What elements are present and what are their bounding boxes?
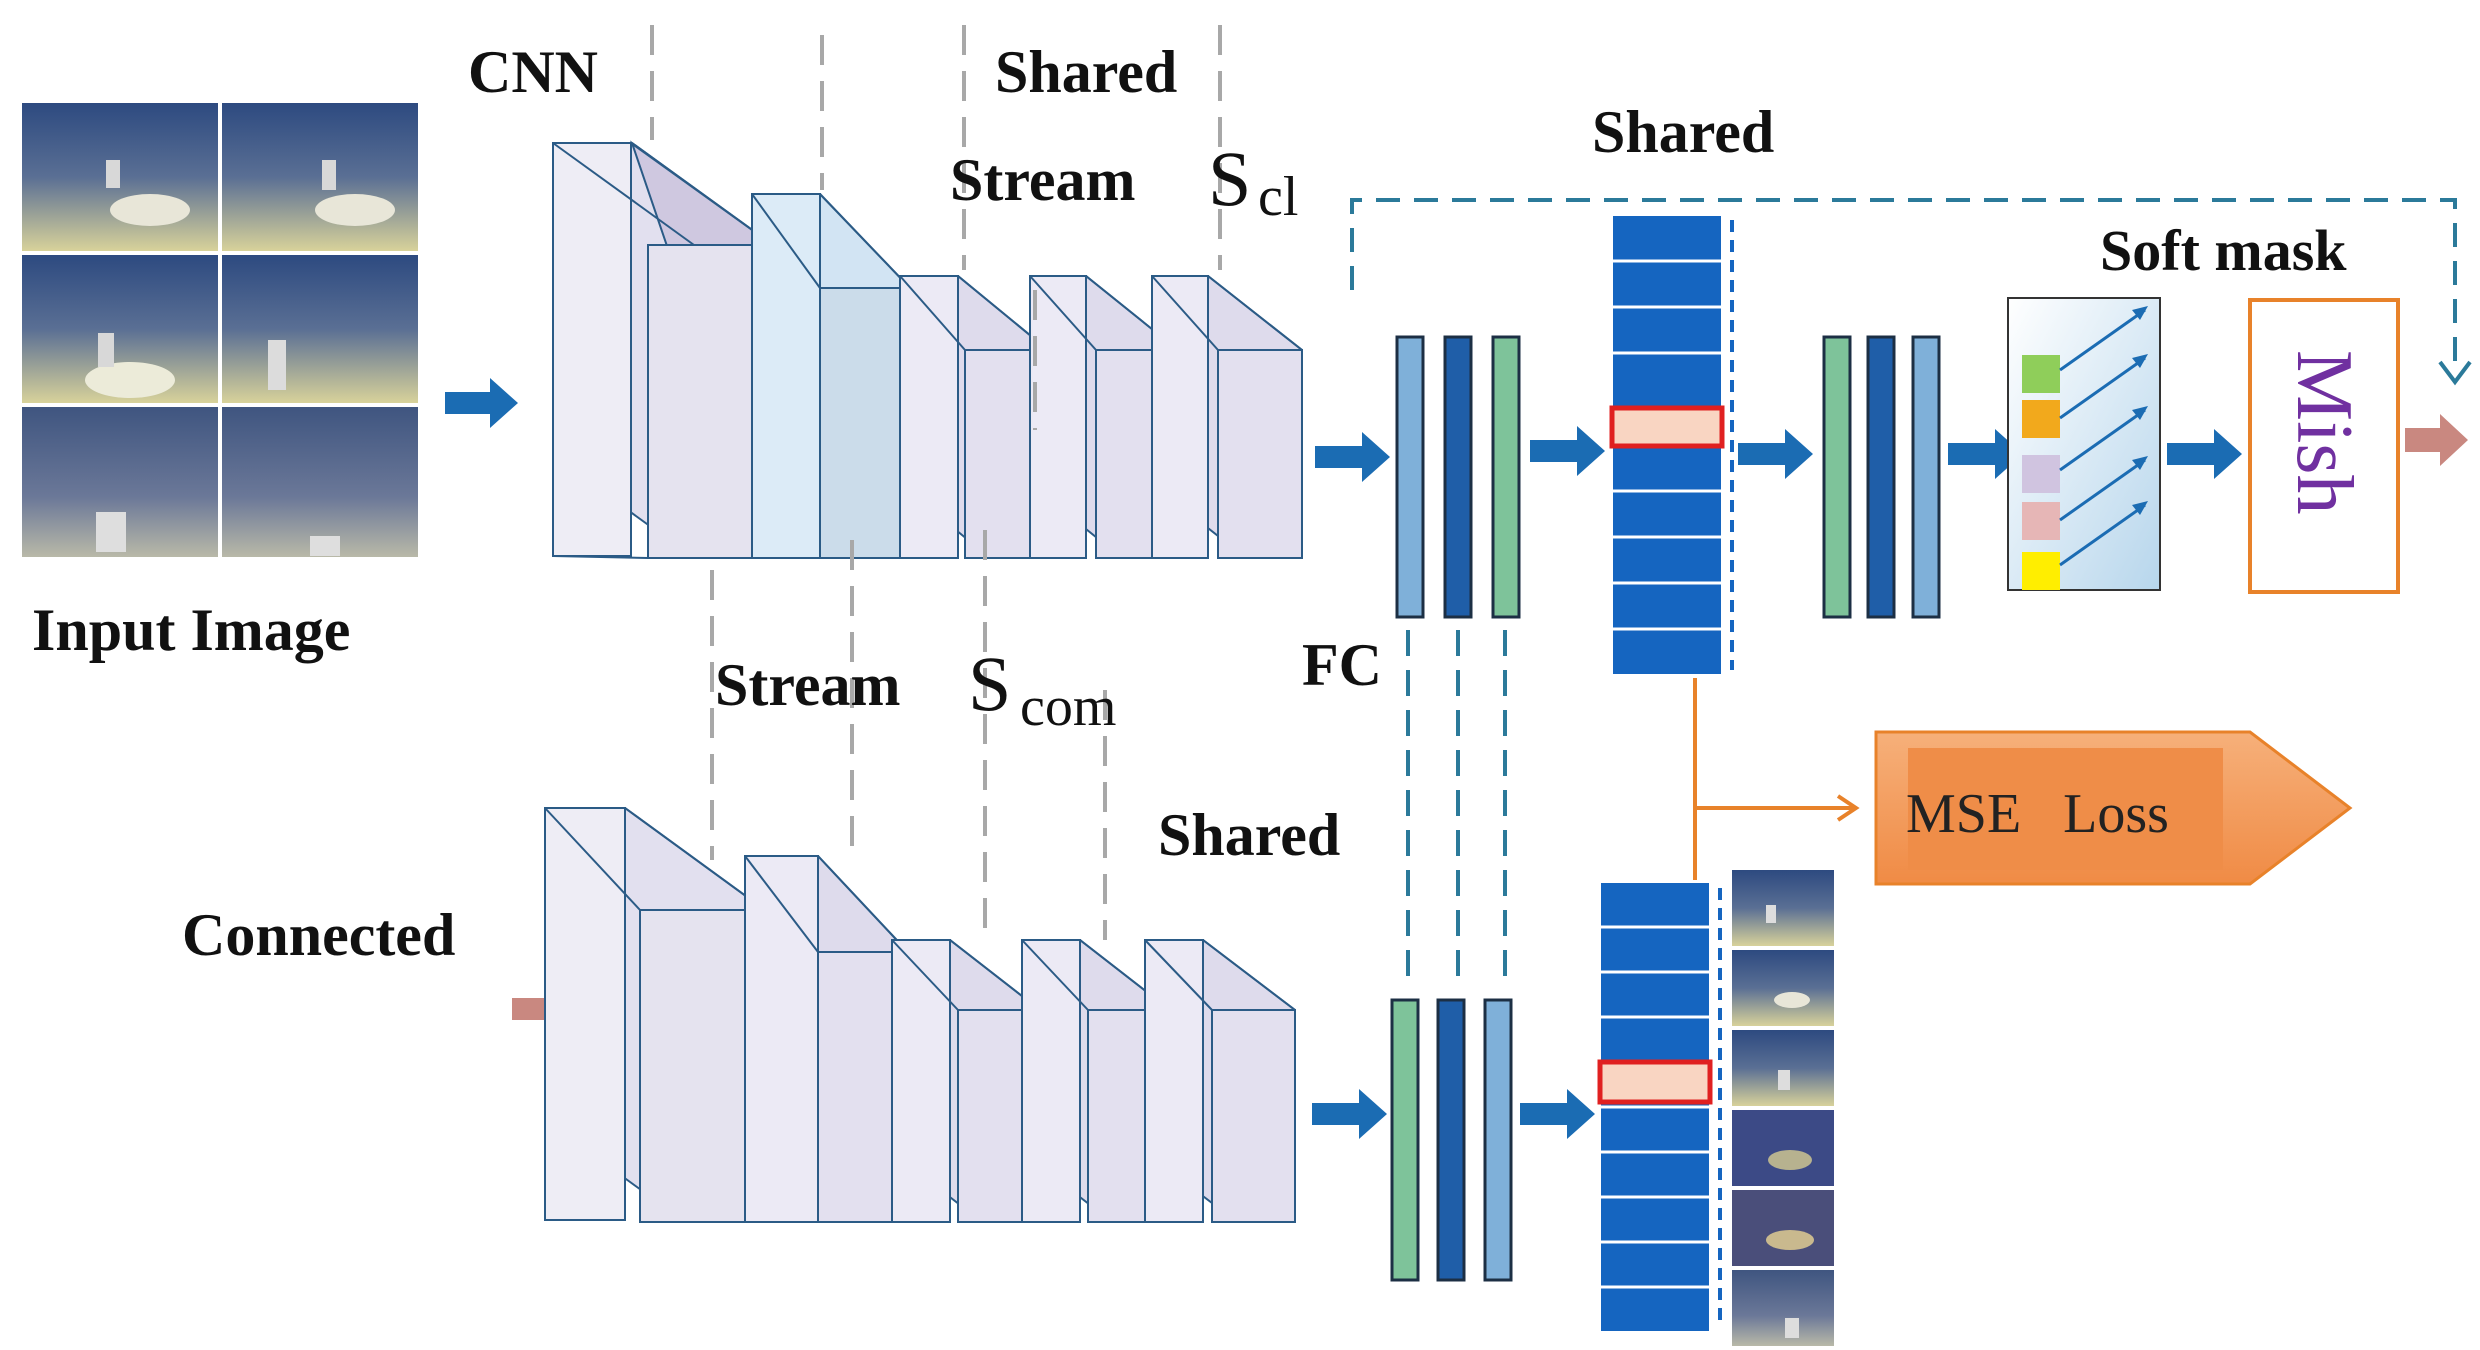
fc-bar [1866,335,1896,619]
mish-label: Mish [2280,350,2368,515]
mask-cell [2022,502,2060,540]
top-fc-layers-right [1822,335,1941,619]
output-thumbnail [1732,870,1834,946]
conv-block [1029,275,1179,559]
connected-label: Connected [182,902,455,968]
fc-label: FC [1302,632,1382,698]
mish-box: Mish [2248,298,2400,594]
arrow-icon [1520,1089,1595,1139]
stream-com-prefix: Stream [715,652,901,718]
fc-shared-dashes [1406,630,1507,990]
fc-bar [1483,998,1513,1282]
top-fc-layers [1395,335,1521,619]
input-image-label: Input Image [32,597,350,663]
output-thumbnail [1732,1030,1834,1106]
mask-cell [2022,400,2060,438]
soft-mask-label: Soft mask [2100,218,2347,283]
stream-com-sub: com [1020,676,1116,738]
fc-bar [1822,335,1852,619]
output-thumbnail [1732,1270,1834,1346]
arrow-icon [2167,429,2242,479]
shared-top-label: Shared [995,39,1177,105]
output-thumbnails [1732,870,1834,1346]
feature-vector-bottom [1597,881,1722,1333]
dashed-shared-lines [650,25,1222,940]
conv-block [751,193,911,559]
mse-loss-block: MSE Loss [1874,730,2353,886]
input-thumbnail [222,255,418,403]
input-image-grid [22,103,418,557]
arrow-icon [1315,432,1390,482]
conv-block [1151,275,1303,559]
input-thumbnail [22,255,218,403]
arrow-icon [1738,429,1813,479]
mask-cell [2022,552,2060,590]
top-cnn-stream [552,140,1303,559]
feedback-loop [1350,198,2457,375]
highlight-cell [1609,405,1725,449]
arrow-icon [445,378,518,428]
fc-bar [1390,998,1420,1282]
conv-block [552,140,774,559]
conv-block [899,275,1049,559]
fc-bar [1395,335,1425,619]
output-thumbnail [1732,1110,1834,1186]
stream-com-label: Stream S com [715,640,1116,738]
feature-vector-top [1609,214,1734,676]
input-thumbnail [222,103,418,251]
cnn-label: CNN [468,39,598,105]
conv-block [1144,939,1296,1223]
output-thumbnail [1732,950,1834,1026]
mask-cell [2022,455,2060,493]
stream-cl-s: S [1208,135,1251,222]
fc-bar [1911,335,1941,619]
fc-bar [1436,998,1466,1282]
output-arrow-icon [2405,414,2468,466]
input-thumbnail [22,103,218,251]
stream-cl-prefix: Stream [950,147,1136,213]
input-thumbnail [22,407,218,557]
arrow-icon [1312,1089,1387,1139]
chevron-down-icon [2438,360,2472,386]
shared-lower-label: Shared [1158,802,1340,868]
conv-block [891,939,1041,1223]
bottom-fc-layers [1390,998,1513,1282]
stream-cl-label: Stream S cl [950,135,1298,228]
mse-connector [1693,678,1860,880]
mse-loss-label: MSE Loss [1906,783,2169,845]
output-thumbnail [1732,1190,1834,1266]
highlight-cell [1597,1059,1713,1105]
arrow-icon [1530,426,1605,476]
arrow-icon [1948,429,2023,479]
input-thumbnail [222,407,418,557]
stream-com-s: S [968,640,1011,727]
soft-mask-block [2007,297,2161,591]
fc-bar [1491,335,1521,619]
bottom-cnn-stream [544,807,1296,1223]
conv-block [744,855,909,1223]
stream-cl-sub: cl [1258,166,1298,228]
mask-cell [2022,355,2060,393]
conv-block [544,807,766,1223]
fc-bar [1443,335,1473,619]
shared-mid-label: Shared [1592,99,1774,165]
